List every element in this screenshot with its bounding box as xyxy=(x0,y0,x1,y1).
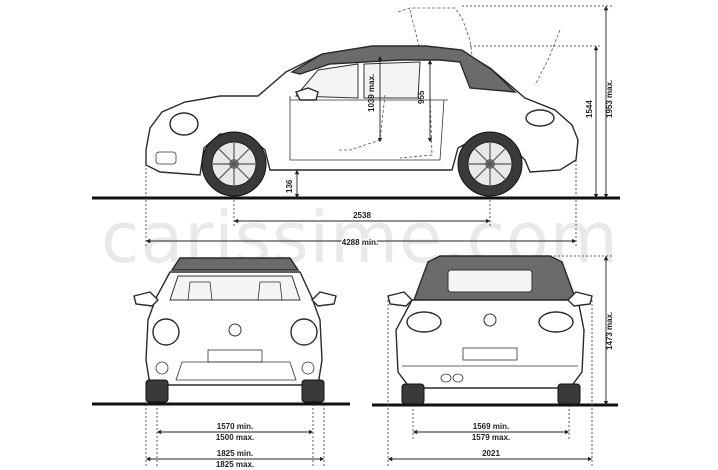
taillight-right xyxy=(538,311,574,333)
seat-height-value: 955 xyxy=(417,90,426,104)
side-mirror xyxy=(295,87,319,101)
front-track-min: 1570 min. xyxy=(217,422,253,431)
opening-height-value: 1039 max. xyxy=(367,74,376,112)
ground-clearance-value: 136 xyxy=(285,179,294,193)
rear-mirror-left xyxy=(387,291,413,307)
front-headlight-left xyxy=(152,318,180,346)
rear-width-value: 2021 xyxy=(482,449,500,458)
headlight xyxy=(169,112,199,136)
rear-height-value: 1473 max. xyxy=(605,312,614,350)
rear-window xyxy=(447,269,533,293)
wheelbase-value: 2538 xyxy=(353,211,371,220)
rear-track-min: 1569 min. xyxy=(473,422,509,431)
rear-view: 1569 min. 1579 max. 2021 1473 max. xyxy=(372,255,618,466)
door-line xyxy=(289,96,445,161)
exhaust-right xyxy=(452,373,464,383)
length-value: 4288 min. xyxy=(342,238,378,247)
front-view: 1570 min. 1500 max. 1825 min. 1825 max. xyxy=(92,257,350,469)
exhaust-left xyxy=(440,373,452,383)
open-roof-outline xyxy=(397,7,473,56)
side-view: 2538 4288 min. 136 1039 max. 955 1544 19… xyxy=(92,5,620,249)
fog-light xyxy=(155,151,177,165)
front-mirror-right xyxy=(311,291,337,307)
front-width-max: 1825 max. xyxy=(216,460,254,469)
height-value: 1544 xyxy=(585,100,594,118)
front-track-max: 1500 max. xyxy=(216,433,254,442)
front-grille xyxy=(175,361,297,381)
seat-outline xyxy=(338,94,386,151)
rear-badge xyxy=(483,313,497,327)
front-mirror-left xyxy=(133,291,159,307)
front-width-min: 1825 min. xyxy=(217,449,253,458)
front-badge xyxy=(228,323,242,337)
front-seat-right xyxy=(257,281,283,301)
front-seat-left xyxy=(187,281,213,301)
open-boot-lid xyxy=(534,29,561,86)
height-open-value: 1953 max. xyxy=(605,80,614,118)
rear-tyre-left xyxy=(401,383,425,405)
front-headlight-right xyxy=(290,318,318,346)
front-tyre-right xyxy=(301,379,325,403)
taillight xyxy=(525,109,555,127)
rear-tyre-right xyxy=(557,383,581,405)
rear-plate xyxy=(462,347,518,361)
wheel-spokes xyxy=(213,143,511,185)
taillight-left xyxy=(406,311,442,333)
front-tyre-left xyxy=(145,379,169,403)
soft-top xyxy=(290,45,517,93)
rear-track-max: 1579 max. xyxy=(472,433,510,442)
front-soft-top xyxy=(170,257,300,271)
rear-mirror-right xyxy=(567,291,593,307)
